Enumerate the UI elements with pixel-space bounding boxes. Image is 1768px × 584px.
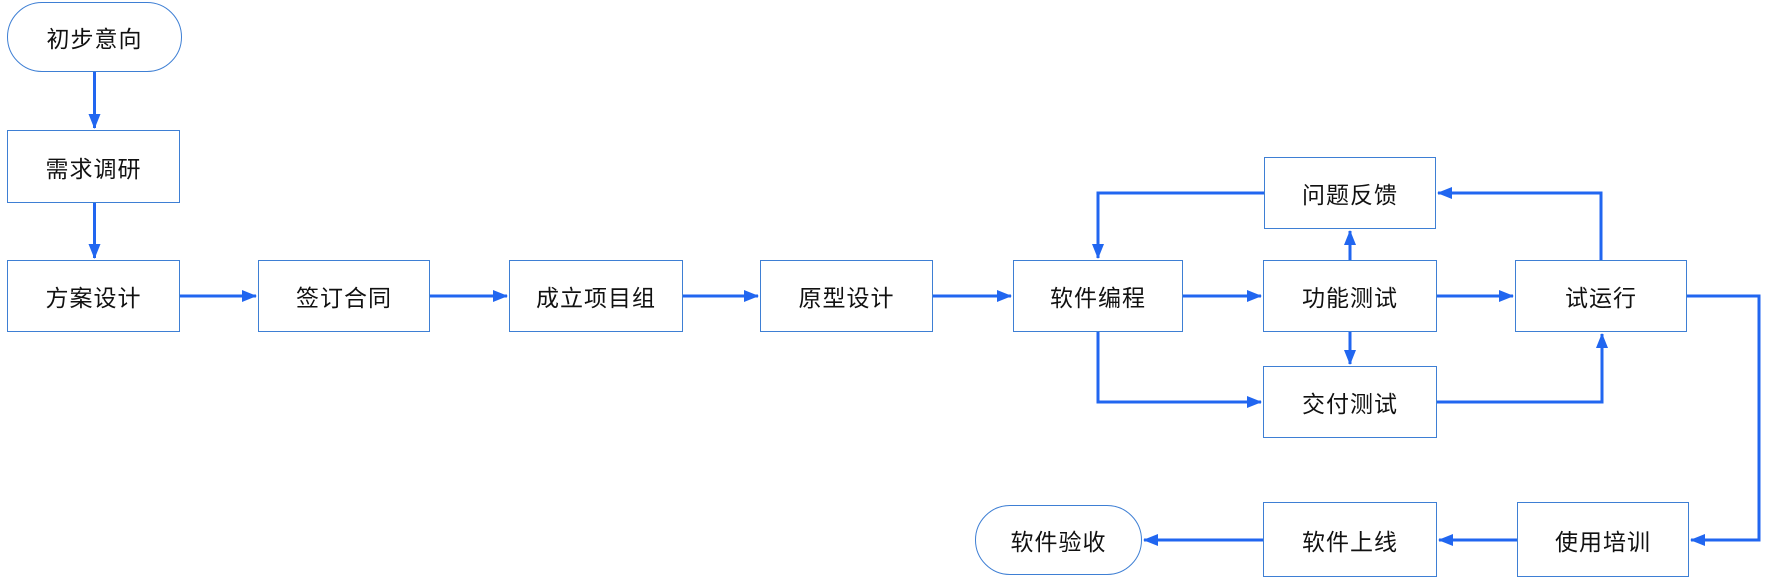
edge-delivery-trial (1437, 333, 1608, 404)
node-user-training: 使用培训 (1517, 502, 1689, 577)
node-issue-feedback: 问题反馈 (1264, 157, 1436, 229)
edge-feedback-coding (1092, 191, 1264, 259)
node-project-team: 成立项目组 (509, 260, 683, 332)
node-software-coding: 软件编程 (1013, 260, 1183, 332)
edge-trial-feedback (1437, 187, 1603, 260)
node-prototype-design: 原型设计 (760, 260, 933, 332)
edge-trial-training (1687, 294, 1761, 546)
node-software-launch: 软件上线 (1263, 502, 1437, 577)
node-trial-run: 试运行 (1515, 260, 1687, 332)
node-solution-design: 方案设计 (7, 260, 180, 332)
node-software-acceptance: 软件验收 (975, 505, 1142, 575)
node-start: 初步意向 (7, 2, 182, 72)
edge-coding-delivery (1096, 332, 1262, 408)
node-requirements-research: 需求调研 (7, 130, 180, 203)
node-sign-contract: 签订合同 (258, 260, 430, 332)
node-delivery-testing: 交付测试 (1263, 366, 1437, 438)
node-function-testing: 功能测试 (1263, 260, 1437, 332)
